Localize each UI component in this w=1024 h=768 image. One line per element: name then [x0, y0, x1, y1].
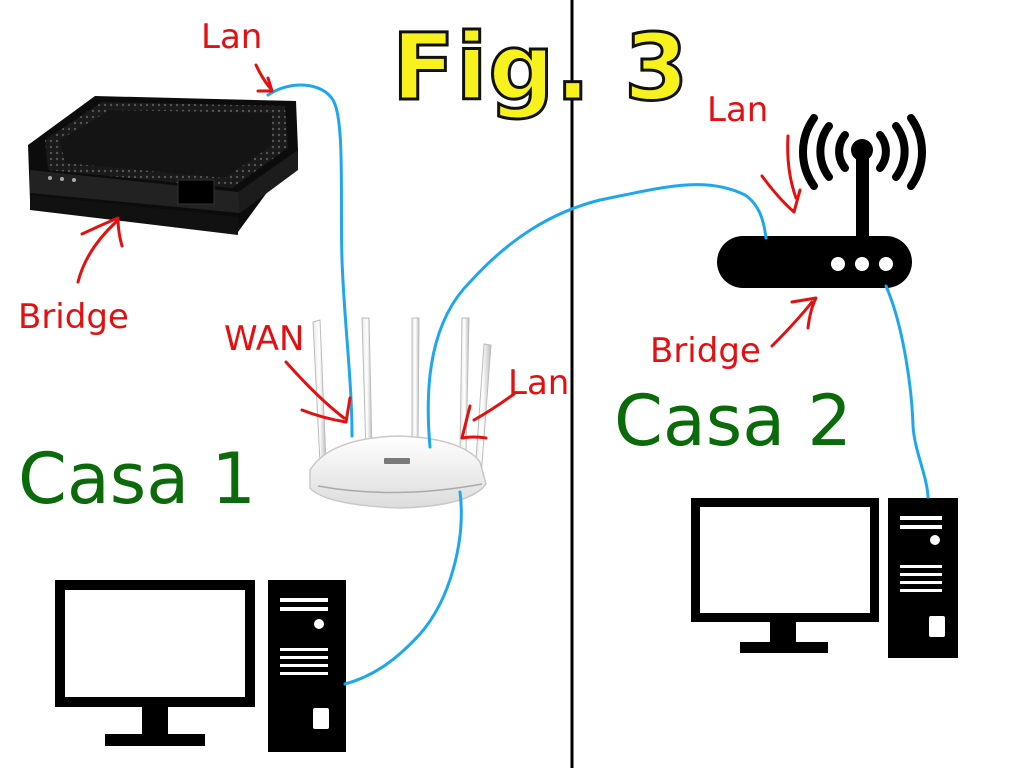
wireless-access-point-icon	[717, 114, 927, 288]
desktop-computer-icon-right	[691, 498, 958, 658]
lan-access-point-arrow	[760, 134, 802, 214]
casa-1-label: Casa 1	[18, 438, 256, 520]
bridge-modem-label: Bridge	[18, 297, 129, 337]
lan-router-arrow	[460, 392, 516, 440]
figure-title: Fig. 3	[390, 14, 690, 121]
modem-icon	[28, 96, 298, 235]
lan-modem-arrow	[254, 63, 274, 93]
cable-router-lan-to-access-point	[426, 183, 768, 449]
bridge-modem-arrow	[76, 216, 124, 284]
desktop-computer-icon-left	[55, 580, 346, 752]
lan-router-label: Lan	[508, 363, 570, 403]
bridge-access-point-label: Bridge	[650, 331, 761, 371]
wan-router-label: WAN	[224, 319, 305, 359]
lan-access-point-label: Lan	[707, 90, 769, 130]
bridge-access-point-arrow	[770, 296, 818, 348]
cable-access-point-to-right-computer	[884, 284, 930, 499]
lan-modem-label: Lan	[201, 17, 263, 57]
wan-router-arrow	[284, 360, 352, 424]
casa-2-label: Casa 2	[614, 380, 852, 462]
wifi-router-icon	[309, 317, 492, 509]
cable-modem-to-router-wan	[266, 83, 354, 438]
cable-router-to-left-computer	[343, 490, 463, 686]
